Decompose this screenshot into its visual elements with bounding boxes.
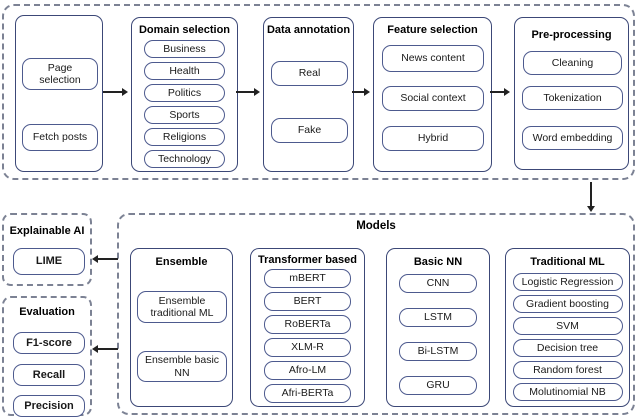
node-fake: Fake — [271, 118, 348, 143]
models-title-transformer: Transformer based — [257, 254, 358, 266]
node-health: Health — [144, 62, 225, 80]
stage-data-annotation-panel: Data annotation Real Fake — [263, 17, 354, 172]
node-logistic-regression: Logistic Regression — [512, 273, 623, 291]
models-ensemble-panel: Ensemble Ensemble traditional ML Ensembl… — [130, 248, 233, 407]
node-social-context: Social context — [382, 86, 484, 111]
stage-title-data-annotation: Data annotation — [266, 24, 351, 36]
node-technology: Technology — [144, 150, 225, 168]
node-molutinomial-nb: Molutinomial NB — [512, 383, 623, 401]
explainable-ai-title: Explainable AI — [9, 225, 85, 237]
transformer-pill-list: mBERT BERT RoBERTa XLM-R Afro-LM Afri-BE… — [251, 269, 364, 403]
node-random-forest: Random forest — [512, 361, 623, 379]
node-bi-lstm: Bi-LSTM — [399, 342, 477, 361]
stage-title-domain-selection: Domain selection — [138, 24, 231, 36]
node-fetch-posts: Fetch posts — [22, 124, 98, 151]
node-afri-berta: Afri-BERTa — [264, 384, 351, 403]
node-tokenization: Tokenization — [522, 86, 623, 110]
models-basic-nn-panel: Basic NN CNN LSTM Bi-LSTM GRU — [386, 248, 490, 407]
models-title-basic-nn: Basic NN — [413, 256, 463, 268]
arrow-feature-to-preprocessing — [490, 87, 510, 96]
node-word-embedding: Word embedding — [522, 126, 623, 150]
arrow-annotation-to-feature — [352, 87, 370, 96]
node-decision-tree: Decision tree — [512, 339, 623, 357]
node-cleaning: Cleaning — [523, 51, 622, 75]
node-news-content: News content — [382, 45, 484, 72]
node-xlm-r: XLM-R — [264, 338, 351, 357]
node-real: Real — [271, 61, 348, 86]
node-business: Business — [144, 40, 225, 58]
node-ensemble-basic-nn: Ensemble basic NN — [137, 351, 227, 382]
node-svm: SVM — [512, 317, 623, 335]
models-group: Models Ensemble Ensemble traditional ML … — [117, 213, 635, 415]
node-religions: Religions — [144, 128, 225, 146]
node-recall: Recall — [13, 364, 85, 386]
node-bert: BERT — [264, 292, 351, 311]
models-traditional-ml-panel: Traditional ML Logistic Regression Gradi… — [505, 248, 630, 407]
models-title-ensemble: Ensemble — [155, 256, 208, 268]
stage-preprocessing-panel: Pre-processing Cleaning Tokenization Wor… — [514, 17, 629, 170]
pipeline-group: Page selection Fetch posts Domain select… — [2, 4, 635, 180]
node-hybrid: Hybrid — [382, 126, 484, 151]
arrow-source-to-domain — [103, 87, 128, 96]
traditional-ml-pill-list: Logistic Regression Gradient boosting SV… — [506, 273, 629, 401]
stage-feature-selection-panel: Feature selection News content Social co… — [373, 17, 492, 172]
node-gradient-boosting: Gradient boosting — [512, 295, 623, 313]
stage-title-preprocessing: Pre-processing — [531, 29, 612, 41]
node-politics: Politics — [144, 84, 225, 102]
domain-pill-list: Business Health Politics Sports Religion… — [132, 40, 237, 168]
arrow-pipeline-to-models — [586, 182, 595, 212]
node-afro-lm: Afro-LM — [264, 361, 351, 380]
models-group-title: Models — [356, 220, 396, 232]
stage-domain-selection-panel: Domain selection Business Health Politic… — [131, 17, 238, 172]
node-lstm: LSTM — [399, 308, 477, 327]
basic-nn-pill-list: CNN LSTM Bi-LSTM GRU — [387, 274, 489, 395]
arrow-models-to-explainable-ai — [92, 254, 118, 263]
node-sports: Sports — [144, 106, 225, 124]
node-cnn: CNN — [399, 274, 477, 293]
node-f1-score: F1-score — [13, 332, 85, 354]
models-transformer-panel: Transformer based mBERT BERT RoBERTa XLM… — [250, 248, 365, 407]
arrow-models-to-evaluation — [92, 344, 118, 353]
models-title-traditional-ml: Traditional ML — [530, 256, 605, 268]
node-page-selection: Page selection — [22, 58, 98, 90]
stage-source-panel: Page selection Fetch posts — [15, 15, 103, 172]
stage-title-feature-selection: Feature selection — [387, 24, 478, 36]
node-lime: LIME — [13, 248, 85, 275]
node-mbert: mBERT — [264, 269, 351, 288]
evaluation-group: Evaluation F1-score Recall Precision — [2, 296, 92, 417]
node-precision: Precision — [13, 395, 85, 417]
node-roberta: RoBERTa — [264, 315, 351, 334]
node-gru: GRU — [399, 376, 477, 395]
explainable-ai-group: Explainable AI LIME — [2, 213, 92, 286]
evaluation-title: Evaluation — [19, 306, 75, 318]
arrow-domain-to-annotation — [236, 87, 260, 96]
node-ensemble-traditional-ml: Ensemble traditional ML — [137, 291, 227, 323]
